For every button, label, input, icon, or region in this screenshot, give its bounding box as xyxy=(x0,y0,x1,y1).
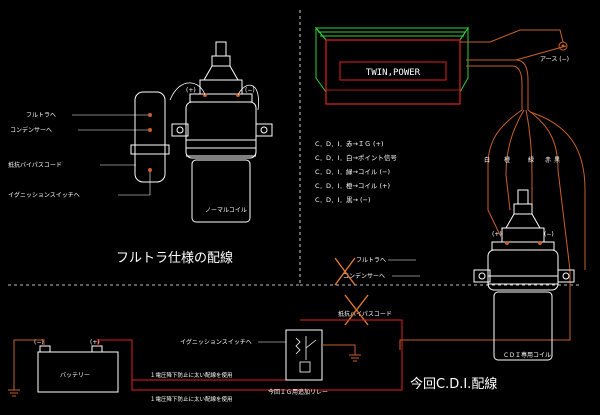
wire-label-orange: 橙 xyxy=(504,156,510,164)
legend-green: C．D．I．緑→コイル (−) xyxy=(315,167,390,176)
label-ignition-switch: イグニッションスイッチへ xyxy=(8,191,80,199)
relay-ground xyxy=(322,344,361,362)
connector-clamp xyxy=(130,144,170,155)
note-thick-wire-2: １電圧降下防止に太い配線を使用 xyxy=(150,395,233,403)
cdi-unit: TWIN,POWER xyxy=(314,26,469,105)
battery: (−) (+) バッテリー xyxy=(34,339,119,393)
cdi-coil xyxy=(473,189,575,361)
ground-label: アース (−) xyxy=(540,56,569,63)
left-coil-label: ノーマルコイル xyxy=(205,207,247,214)
label-full-tra: フルトラへ xyxy=(26,112,56,119)
legend-orange: C．D．I．橙→コイル (+) xyxy=(315,181,390,190)
cdi-harness xyxy=(399,29,586,350)
right-coil-label: ＣＤＩ専用コイル xyxy=(503,351,551,359)
main-power-wires xyxy=(97,319,403,391)
normal-coil xyxy=(171,41,273,223)
right-label-condenser: コンデンサーへ xyxy=(343,272,385,280)
right-coil-minus: (−) xyxy=(544,231,554,238)
wire-label-green: 緑 xyxy=(528,156,534,164)
cdi-legend: C．D．I．赤→ＩＧ (+) C．D．I．白→ポイント信号 C．D．I．緑→コイ… xyxy=(315,140,397,204)
left-wiring: フルトラへ コンデンサーへ 抵抗バイパスコード イグニッションスイッチへ (+)… xyxy=(8,41,273,266)
label-bypass-cord: 抵抗バイパスコード xyxy=(8,161,62,169)
right-coil-plus: (+) xyxy=(492,231,502,238)
battery-ground xyxy=(8,339,45,397)
bottom-ignition-label: イグニッションスイッチへ xyxy=(180,338,252,346)
left-coil-minus: (−) xyxy=(245,87,255,94)
section-dividers xyxy=(8,10,580,286)
ig-relay: 今回ＩＧ用追加リレー xyxy=(268,329,328,396)
wire-label-white: 白 xyxy=(484,156,490,164)
cdi-unit-label: TWIN,POWER xyxy=(366,68,421,78)
left-title: フルトラ仕様の配線 xyxy=(116,250,233,266)
note-thick-wire-1: １電圧降下防止に太い配線を使用 xyxy=(150,371,233,379)
legend-red: C．D．I．赤→ＩＧ (+) xyxy=(315,140,384,148)
battery-minus: (−) xyxy=(34,339,44,346)
left-coil-plus: (+) xyxy=(186,87,196,94)
wire-label-black: 黒 xyxy=(554,157,560,164)
wire-label-red: 赤 xyxy=(545,157,551,164)
right-label-bypass-cord: 抵抗バイパスコード xyxy=(338,310,392,318)
right-label-full-tra: フルトラへ xyxy=(356,257,386,264)
battery-plus: (+) xyxy=(90,339,100,346)
label-condenser: コンデンサーへ xyxy=(10,126,52,134)
right-title: 今回C.D.I.配線 xyxy=(410,376,497,392)
cross-x-upper-b xyxy=(334,257,356,286)
relay-label: 今回ＩＧ用追加リレー xyxy=(268,388,328,396)
legend-white: C．D．I．白→ポイント信号 xyxy=(315,153,397,162)
legend-black: C．D．I．黒→ (−) xyxy=(315,196,371,204)
battery-label: バッテリー xyxy=(60,372,90,379)
